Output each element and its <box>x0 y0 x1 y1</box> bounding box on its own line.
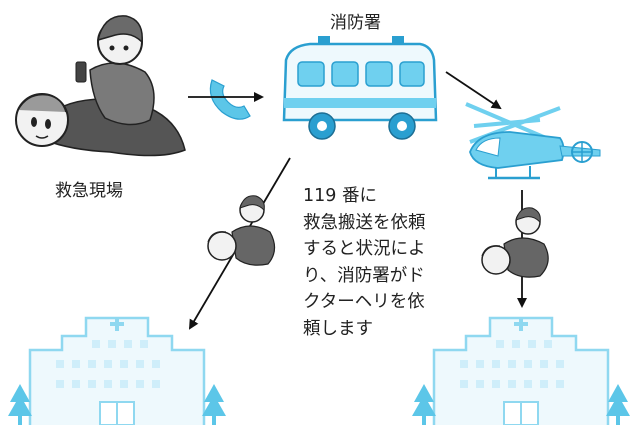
arrow-fire-to-helicopter <box>445 71 502 110</box>
note-line: り、消防署がド <box>303 265 425 286</box>
tree-icon <box>412 384 630 425</box>
fire-department-label: 消防署 <box>330 13 381 33</box>
ambulance-icon <box>282 36 438 140</box>
phone-icon <box>209 79 251 120</box>
note-line: 救急搬送を依頼 <box>303 212 426 233</box>
note-line: 119 番に <box>303 186 377 206</box>
emergency-scene-label: 救急現場 <box>55 181 123 201</box>
rescuer-icon-right <box>481 207 549 278</box>
note-line: 頼します <box>303 318 373 339</box>
helicopter-icon <box>465 102 601 180</box>
explanation-note: 119 番に 救急搬送を依頼 すると状況によ り、消防署がド クターヘリを依 頼… <box>303 183 426 342</box>
hospital-icon-right <box>432 316 610 425</box>
tree-icon <box>8 384 226 425</box>
note-line: すると状況によ <box>303 239 426 259</box>
rescuer-icon-scene <box>15 15 186 157</box>
rescuer-icon-left <box>207 195 276 266</box>
note-line: クターヘリを依 <box>303 292 425 312</box>
hospital-icon-left <box>28 316 206 425</box>
